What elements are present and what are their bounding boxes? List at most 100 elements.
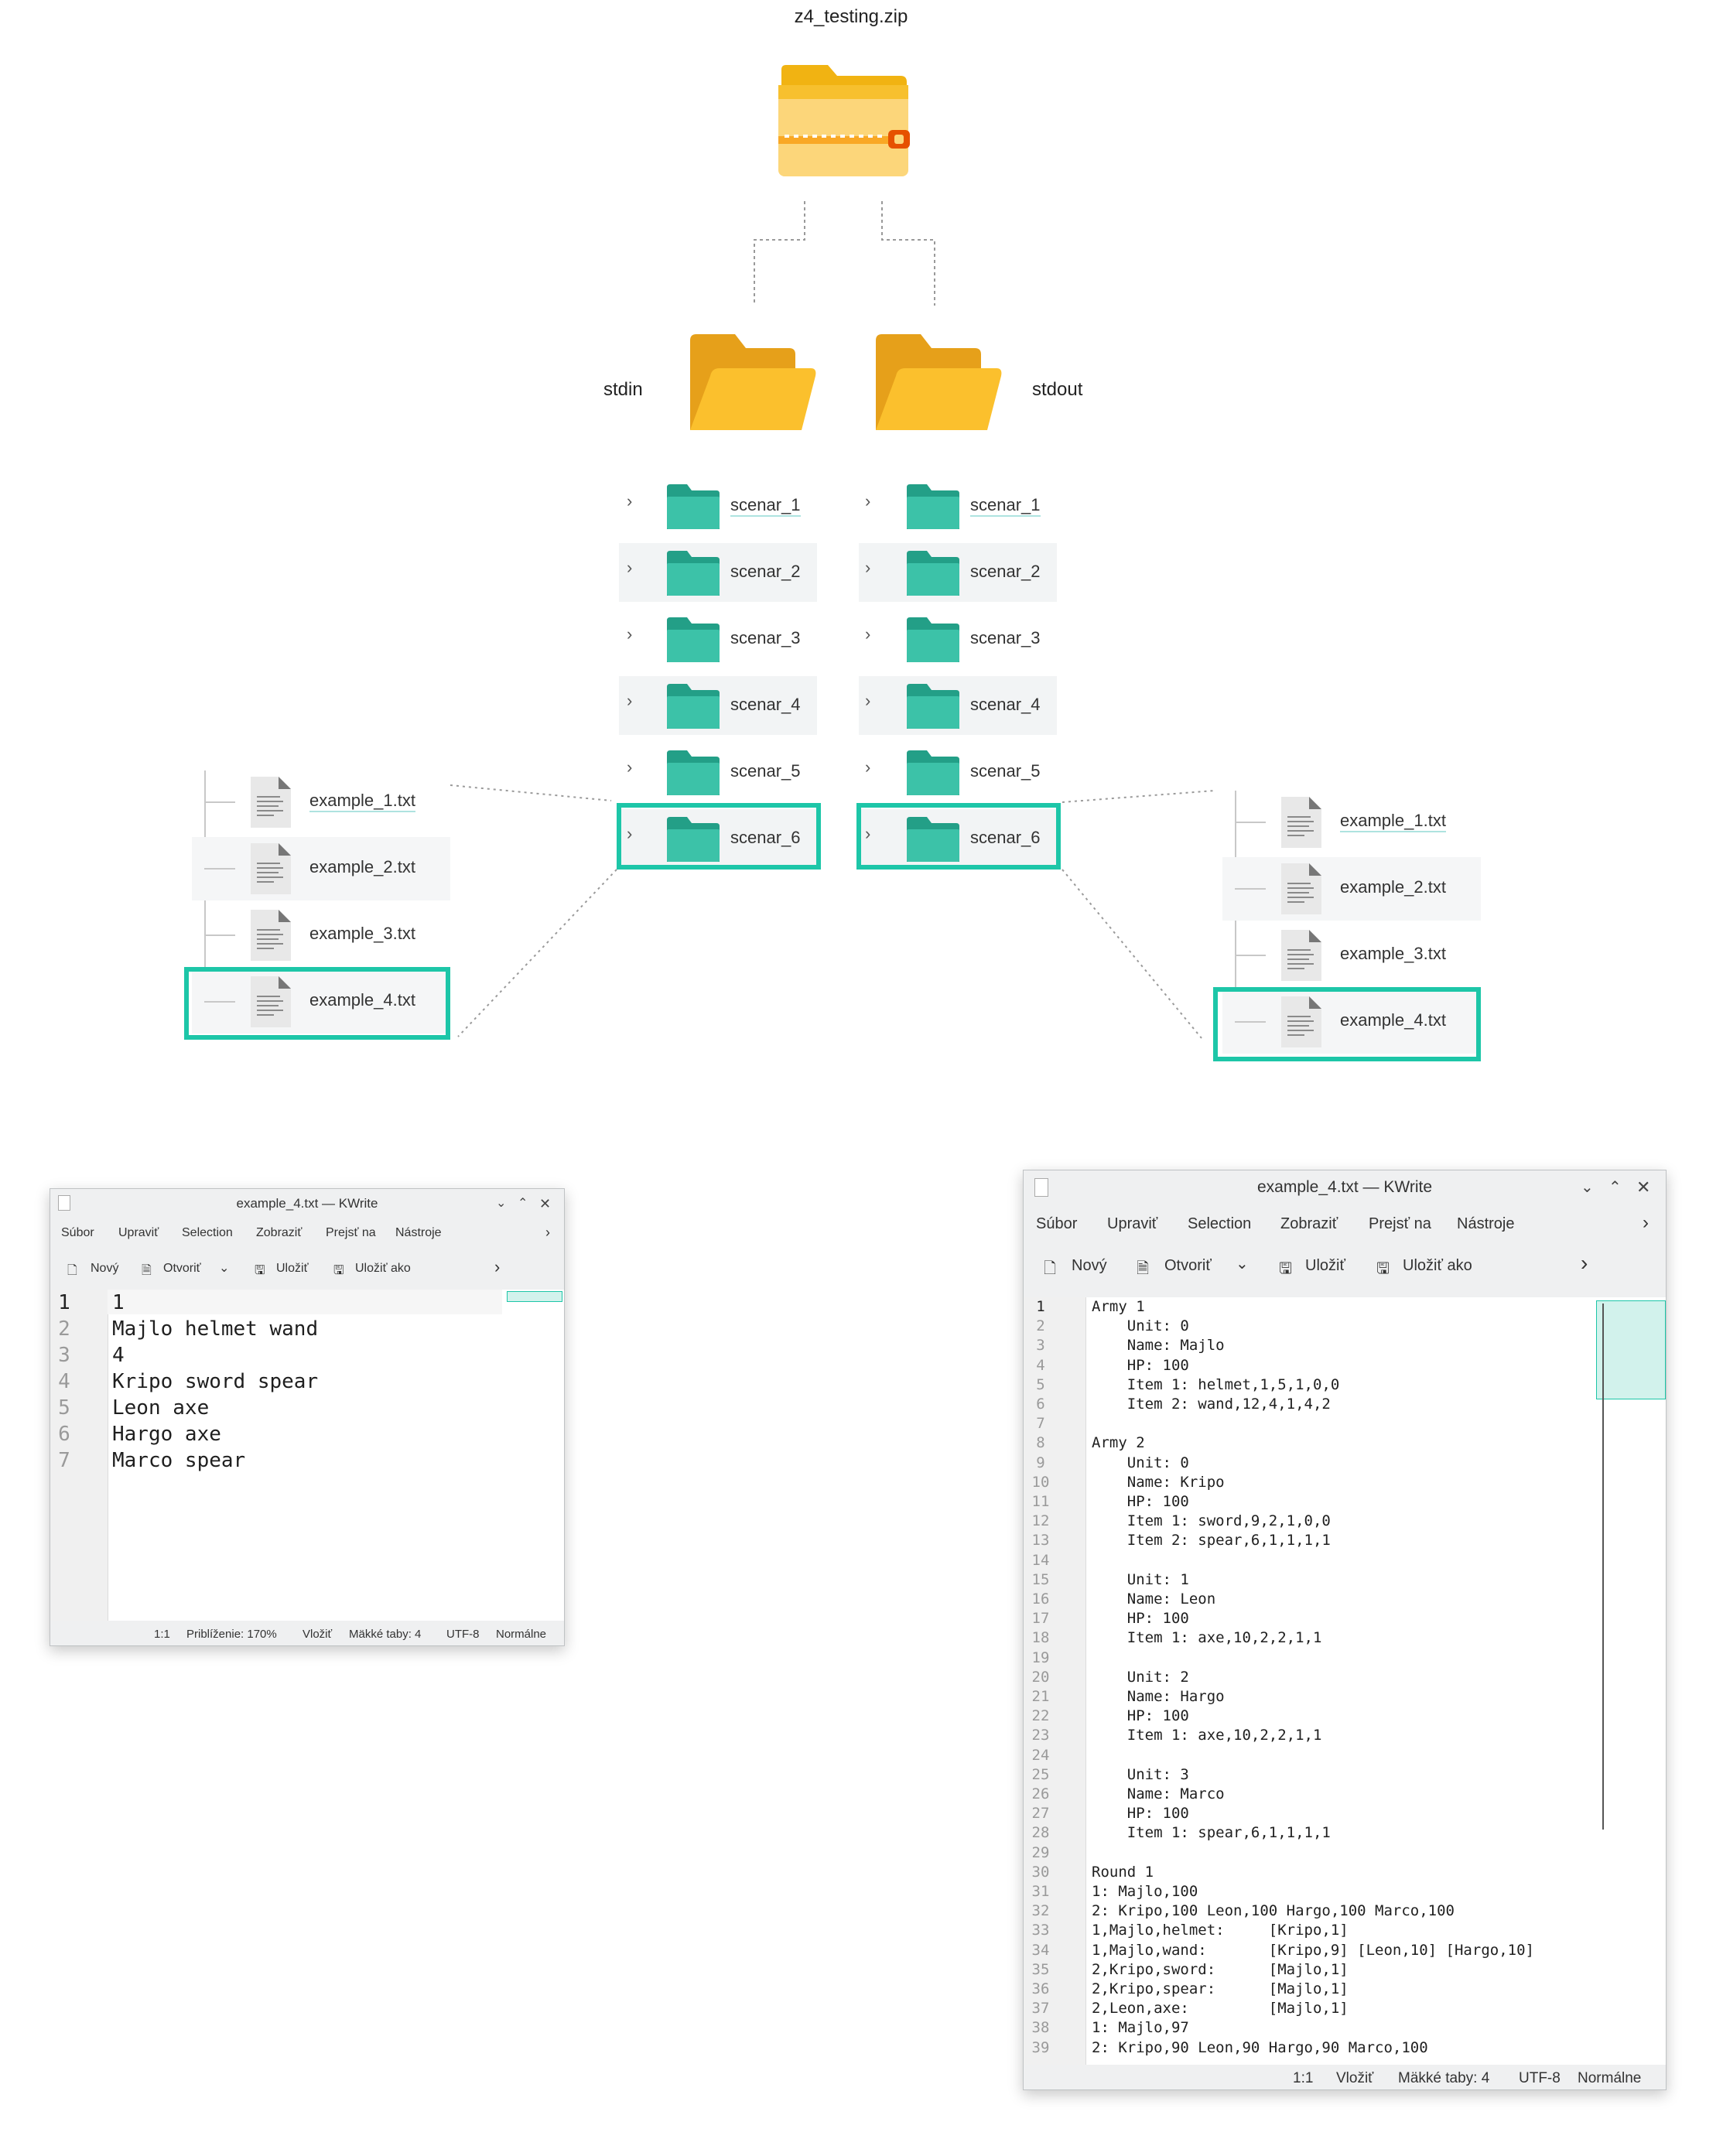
save-as-button[interactable]: Uložiť ako bbox=[1403, 1257, 1472, 1274]
chevron-right-icon[interactable]: › bbox=[865, 624, 871, 644]
chevron-right-icon[interactable]: › bbox=[627, 624, 633, 644]
menu-tools[interactable]: Nástroje bbox=[1457, 1215, 1515, 1232]
code-line: HP: 100 bbox=[1092, 1707, 1189, 1725]
toolbar-overflow-icon[interactable]: › bbox=[1581, 1251, 1588, 1275]
save-icon[interactable]: 🖫 bbox=[1279, 1260, 1293, 1277]
menu-selection[interactable]: Selection bbox=[1188, 1215, 1252, 1232]
menu-view[interactable]: Zobraziť bbox=[256, 1226, 303, 1239]
folder-icon bbox=[667, 684, 720, 729]
new-button[interactable]: Nový bbox=[91, 1262, 119, 1275]
scenario-row[interactable]: › scenar_4 bbox=[619, 676, 817, 735]
menu-tools[interactable]: Nástroje bbox=[395, 1226, 442, 1239]
chevron-right-icon[interactable]: › bbox=[627, 691, 633, 710]
scenario-row[interactable]: › scenar_4 bbox=[859, 676, 1057, 735]
scenario-label: scenar_1 bbox=[970, 495, 1041, 517]
menu-edit[interactable]: Upraviť bbox=[118, 1226, 159, 1239]
code-line: 2,Kripo,sword: [Majlo,1] bbox=[1092, 1960, 1349, 1978]
minimize-icon[interactable]: ⌄ bbox=[496, 1197, 507, 1210]
input-mode[interactable]: Vložiť bbox=[1336, 2070, 1374, 2086]
menu-file[interactable]: Súbor bbox=[61, 1226, 94, 1239]
open-file-icon[interactable]: 🗎 bbox=[1137, 1260, 1150, 1277]
scenario-row[interactable]: › scenar_2 bbox=[619, 543, 817, 602]
file-row[interactable]: example_4.txt bbox=[1222, 990, 1481, 1054]
maximize-icon[interactable]: ⌃ bbox=[1608, 1179, 1622, 1196]
new-file-icon[interactable]: 🗋 bbox=[67, 1264, 77, 1277]
new-file-icon[interactable]: 🗋 bbox=[1044, 1260, 1057, 1277]
scenario-row[interactable]: › scenar_6 bbox=[619, 809, 817, 868]
close-icon[interactable]: ✕ bbox=[539, 1196, 552, 1211]
minimap bbox=[1596, 1300, 1666, 1399]
encoding[interactable]: UTF-8 bbox=[446, 1628, 480, 1641]
open-button[interactable]: Otvoriť bbox=[1164, 1257, 1212, 1274]
file-row[interactable]: example_3.txt bbox=[192, 904, 450, 967]
chevron-right-icon[interactable]: › bbox=[627, 491, 633, 511]
menu-selection[interactable]: Selection bbox=[182, 1226, 233, 1239]
chevron-right-icon[interactable]: › bbox=[627, 824, 633, 843]
chevron-right-icon[interactable]: › bbox=[865, 491, 871, 511]
chevron-right-icon[interactable]: › bbox=[865, 558, 871, 577]
scenario-row[interactable]: › scenar_5 bbox=[619, 743, 817, 801]
stdout-label: stdout bbox=[1032, 379, 1083, 400]
line-number: 7 bbox=[1036, 1415, 1045, 1433]
save-button[interactable]: Uložiť bbox=[1305, 1257, 1345, 1274]
toolbar-overflow-icon[interactable]: › bbox=[494, 1257, 501, 1276]
input-mode[interactable]: Vložiť bbox=[303, 1628, 333, 1641]
scenario-row[interactable]: › scenar_6 bbox=[859, 809, 1057, 868]
mode[interactable]: Normálne bbox=[1578, 2070, 1642, 2086]
scenario-row[interactable]: › scenar_1 bbox=[859, 477, 1057, 535]
file-row[interactable]: example_4.txt bbox=[192, 970, 450, 1034]
cursor-position[interactable]: 1:1 bbox=[1293, 2070, 1314, 2086]
indentation[interactable]: Mäkké taby: 4 bbox=[1398, 2070, 1490, 2086]
file-row[interactable]: example_2.txt bbox=[1222, 857, 1481, 921]
code-line: 1: Majlo,97 bbox=[1092, 2019, 1189, 2037]
close-icon[interactable]: ✕ bbox=[1636, 1177, 1651, 1197]
open-file-icon[interactable]: 🗎 bbox=[142, 1264, 152, 1277]
indentation[interactable]: Mäkké taby: 4 bbox=[349, 1628, 422, 1641]
encoding[interactable]: UTF-8 bbox=[1519, 2070, 1561, 2086]
line-number: 9 bbox=[1036, 1454, 1045, 1471]
menu-overflow-icon[interactable]: › bbox=[1643, 1212, 1649, 1233]
menu-view[interactable]: Zobraziť bbox=[1280, 1215, 1338, 1232]
menu-goto[interactable]: Prejsť na bbox=[1369, 1215, 1431, 1232]
cursor-position[interactable]: 1:1 bbox=[154, 1628, 170, 1641]
file-row[interactable]: example_1.txt bbox=[1222, 791, 1481, 854]
menu-edit[interactable]: Upraviť bbox=[1107, 1215, 1158, 1232]
scenario-row[interactable]: › scenar_2 bbox=[859, 543, 1057, 602]
save-button[interactable]: Uložiť bbox=[276, 1262, 309, 1275]
file-row[interactable]: example_3.txt bbox=[1222, 924, 1481, 987]
scenario-row[interactable]: › scenar_5 bbox=[859, 743, 1057, 801]
chevron-right-icon[interactable]: › bbox=[627, 757, 633, 777]
chevron-down-icon[interactable]: ⌄ bbox=[1236, 1256, 1249, 1273]
chevron-down-icon[interactable]: ⌄ bbox=[219, 1262, 230, 1275]
zoom-level[interactable]: Priblíženie: 170% bbox=[186, 1628, 277, 1641]
mode[interactable]: Normálne bbox=[496, 1628, 547, 1641]
minimize-icon[interactable]: ⌄ bbox=[1581, 1179, 1594, 1196]
code-line: 2: Kripo,100 Leon,100 Hargo,100 Marco,10… bbox=[1092, 1902, 1455, 1920]
menu-file[interactable]: Súbor bbox=[1036, 1215, 1078, 1232]
menu-goto[interactable]: Prejsť na bbox=[326, 1226, 376, 1239]
open-button[interactable]: Otvoriť bbox=[163, 1262, 201, 1275]
chevron-right-icon[interactable]: › bbox=[865, 757, 871, 777]
chevron-right-icon[interactable]: › bbox=[865, 691, 871, 710]
scenario-row[interactable]: › scenar_3 bbox=[859, 610, 1057, 668]
file-row[interactable]: example_1.txt bbox=[192, 770, 450, 834]
file-row[interactable]: example_2.txt bbox=[192, 837, 450, 900]
maximize-icon[interactable]: ⌃ bbox=[518, 1197, 528, 1210]
new-button[interactable]: Nový bbox=[1072, 1257, 1107, 1274]
menu-overflow-icon[interactable]: › bbox=[545, 1225, 550, 1240]
save-as-icon[interactable]: 🖫 bbox=[1376, 1260, 1390, 1277]
line-number: 11 bbox=[1031, 1493, 1050, 1510]
code-line: Name: Marco bbox=[1092, 1785, 1225, 1802]
editor-area[interactable]: 1 2 3 4 5 6 7 1 Majlo helmet wand 4 Krip… bbox=[50, 1290, 564, 1621]
stdout-scenario-tree: › scenar_1 › scenar_2 › scenar_3 › scena… bbox=[859, 477, 1057, 876]
code-line: Item 1: helmet,1,5,1,0,0 bbox=[1092, 1375, 1340, 1393]
chevron-right-icon[interactable]: › bbox=[865, 824, 871, 843]
chevron-right-icon[interactable]: › bbox=[627, 558, 633, 577]
save-icon[interactable]: 🖫 bbox=[255, 1264, 265, 1277]
save-as-icon[interactable]: 🖫 bbox=[333, 1264, 344, 1277]
code-line: 1: Majlo,100 bbox=[1092, 1883, 1198, 1900]
scenario-row[interactable]: › scenar_3 bbox=[619, 610, 817, 668]
save-as-button[interactable]: Uložiť ako bbox=[355, 1262, 411, 1275]
scenario-row[interactable]: › scenar_1 bbox=[619, 477, 817, 535]
